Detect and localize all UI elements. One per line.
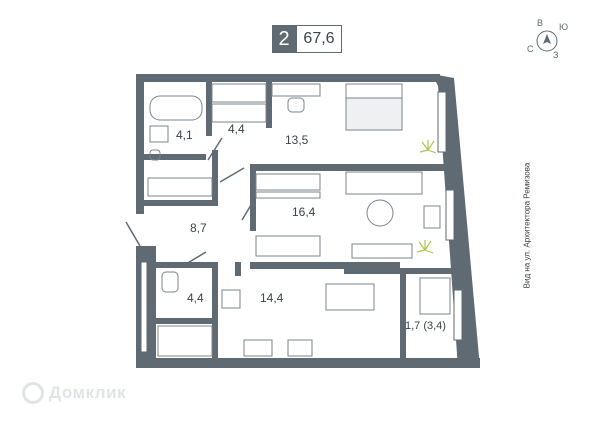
furniture bbox=[147, 83, 451, 357]
compass: В Ю С З bbox=[525, 18, 575, 60]
compass-south: Ю bbox=[559, 22, 569, 32]
inner-walls bbox=[144, 82, 464, 358]
compass-north: С bbox=[527, 44, 534, 54]
rooms-count-badge: 2 bbox=[272, 25, 296, 53]
compass-icon bbox=[536, 30, 558, 52]
room-area-wardrobe: 4,4 bbox=[228, 122, 245, 136]
apartment-summary: 2 67,6 bbox=[272, 25, 342, 53]
compass-east: В bbox=[537, 18, 544, 28]
room-area-bathroom: 4,1 bbox=[176, 128, 193, 142]
compass-west: З bbox=[553, 50, 559, 60]
room-area-wc: 4,4 bbox=[187, 291, 204, 305]
doors bbox=[125, 137, 255, 265]
room-area-hall: 8,7 bbox=[190, 221, 207, 235]
room-area-kitchen: 14,4 bbox=[260, 291, 284, 305]
room-area-bedroom: 13,5 bbox=[285, 133, 309, 147]
plants bbox=[416, 140, 437, 254]
watermark-logo-icon bbox=[22, 382, 44, 404]
windows bbox=[140, 91, 463, 353]
room-area-balcony: 1,7 (3,4) bbox=[405, 320, 446, 332]
room-area-living: 16,4 bbox=[292, 205, 316, 219]
watermark-text: Домклик bbox=[49, 383, 127, 402]
watermark: Домклик bbox=[22, 382, 126, 404]
total-area: 67,6 bbox=[296, 25, 342, 53]
